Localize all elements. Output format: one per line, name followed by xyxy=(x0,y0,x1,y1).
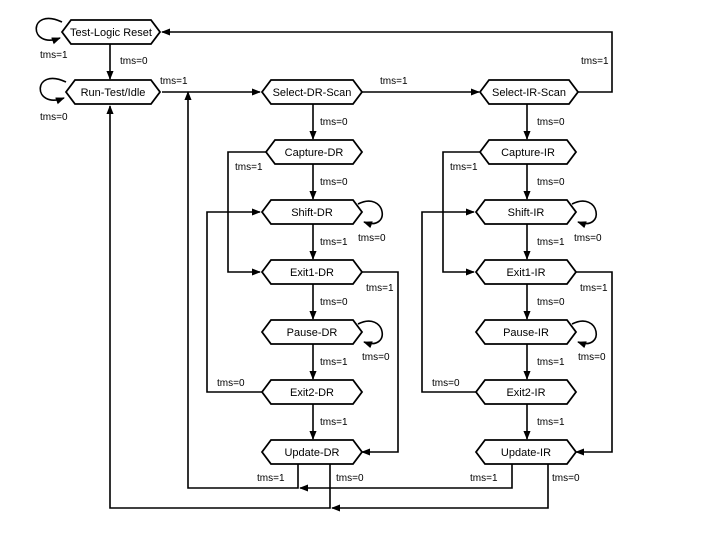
label-rti-loop: tms=0 xyxy=(40,112,68,123)
label-e1dr-to-pdr: tms=0 xyxy=(320,297,348,308)
state-shift-dr: Shift-DR xyxy=(260,199,364,225)
label-cir-to-shir: tms=0 xyxy=(537,177,565,188)
self-loops xyxy=(35,17,598,349)
loop-shdr xyxy=(357,200,384,229)
label-pir-loop: tms=0 xyxy=(578,352,606,363)
loop-shir xyxy=(571,200,598,229)
label-uir-to-rti: tms=0 xyxy=(552,473,580,484)
edge-e2dr-to-shdr xyxy=(206,208,262,393)
label-tlr-to-rti: tms=0 xyxy=(120,56,148,67)
label-e2ir-to-shir: tms=0 xyxy=(432,378,460,389)
edge-e1dr-to-udr xyxy=(361,271,399,456)
state-label: Run-Test/Idle xyxy=(81,87,146,99)
label-e1ir-to-pir: tms=0 xyxy=(537,297,565,308)
label-sir-to-cir: tms=0 xyxy=(537,117,565,128)
loop-pir xyxy=(571,320,598,349)
edge-udr-to-sdr xyxy=(184,91,299,489)
label-tlr-loop: tms=1 xyxy=(40,50,68,61)
label-e2dr-to-udr: tms=1 xyxy=(320,417,348,428)
transition-labels: tms=1 tms=0 tms=0 tms=1 tms=1 tms=1 tms=… xyxy=(40,50,609,484)
label-sdr-to-cdr: tms=0 xyxy=(320,117,348,128)
edge-e2ir-to-shir xyxy=(421,208,476,393)
state-shift-ir: Shift-IR xyxy=(474,199,578,225)
state-label: Select-IR-Scan xyxy=(492,87,566,99)
loop-tlr xyxy=(35,17,63,45)
state-pause-dr: Pause-DR xyxy=(260,319,364,345)
label-e2ir-to-uir: tms=1 xyxy=(537,417,565,428)
state-capture-ir: Capture-IR xyxy=(478,139,578,165)
label-pdr-to-e2dr: tms=1 xyxy=(320,357,348,368)
label-cdr-to-shdr: tms=0 xyxy=(320,177,348,188)
edge-uir-to-sdr xyxy=(299,463,513,492)
state-exit1-ir: Exit1-IR xyxy=(474,259,578,285)
state-label: Update-DR xyxy=(284,447,339,459)
state-label: Pause-DR xyxy=(287,327,338,339)
label-shir-loop: tms=0 xyxy=(574,233,602,244)
label-pir-to-e2ir: tms=1 xyxy=(537,357,565,368)
state-exit1-dr: Exit1-DR xyxy=(260,259,364,285)
label-e1ir-to-uir: tms=1 xyxy=(580,283,608,294)
label-cir-to-e1ir: tms=1 xyxy=(450,162,478,173)
label-shdr-to-e1dr: tms=1 xyxy=(320,237,348,248)
edge-e1ir-to-uir xyxy=(575,271,613,456)
edge-udr-to-rti xyxy=(106,105,331,509)
state-exit2-ir: Exit2-IR xyxy=(474,379,578,405)
label-cdr-to-e1dr: tms=1 xyxy=(235,162,263,173)
state-label: Exit2-IR xyxy=(506,387,545,399)
state-label: Capture-IR xyxy=(501,147,555,159)
label-pdr-loop: tms=0 xyxy=(362,352,390,363)
label-e1dr-to-udr: tms=1 xyxy=(366,283,394,294)
state-label: Capture-DR xyxy=(285,147,344,159)
state-run-test-idle: Run-Test/Idle xyxy=(64,79,162,105)
label-uir-to-sdr: tms=1 xyxy=(470,473,498,484)
label-e2dr-to-shdr: tms=0 xyxy=(217,378,245,389)
state-update-ir: Update-IR xyxy=(474,439,578,465)
edges xyxy=(106,28,613,512)
state-label: Shift-IR xyxy=(508,207,545,219)
state-exit2-dr: Exit2-DR xyxy=(260,379,364,405)
state-label: Shift-DR xyxy=(291,207,333,219)
loop-pdr xyxy=(357,320,384,349)
label-udr-to-sdr: tms=1 xyxy=(257,473,285,484)
label-sir-to-tlr: tms=1 xyxy=(581,56,609,67)
label-rti-to-sdr: tms=1 xyxy=(160,76,188,87)
label-shdr-loop: tms=0 xyxy=(358,233,386,244)
state-test-logic-reset: Test-Logic Reset xyxy=(60,19,162,45)
state-label: Exit2-DR xyxy=(290,387,334,399)
edge-sir-to-tlr xyxy=(161,28,613,93)
state-update-dr: Update-DR xyxy=(260,439,364,465)
state-pause-ir: Pause-IR xyxy=(474,319,578,345)
edge-uir-to-rti xyxy=(331,463,549,512)
state-label: Update-IR xyxy=(501,447,551,459)
label-udr-to-rti: tms=0 xyxy=(336,473,364,484)
loop-rti xyxy=(39,77,67,105)
state-label: Select-DR-Scan xyxy=(273,87,352,99)
state-label: Test-Logic Reset xyxy=(70,27,152,39)
state-label: Pause-IR xyxy=(503,327,549,339)
state-label: Exit1-IR xyxy=(506,267,545,279)
state-label: Exit1-DR xyxy=(290,267,334,279)
label-shir-to-e1ir: tms=1 xyxy=(537,237,565,248)
label-sdr-to-sir: tms=1 xyxy=(380,76,408,87)
state-capture-dr: Capture-DR xyxy=(264,139,364,165)
state-select-dr-scan: Select-DR-Scan xyxy=(260,79,364,105)
state-select-ir-scan: Select-IR-Scan xyxy=(478,79,580,105)
